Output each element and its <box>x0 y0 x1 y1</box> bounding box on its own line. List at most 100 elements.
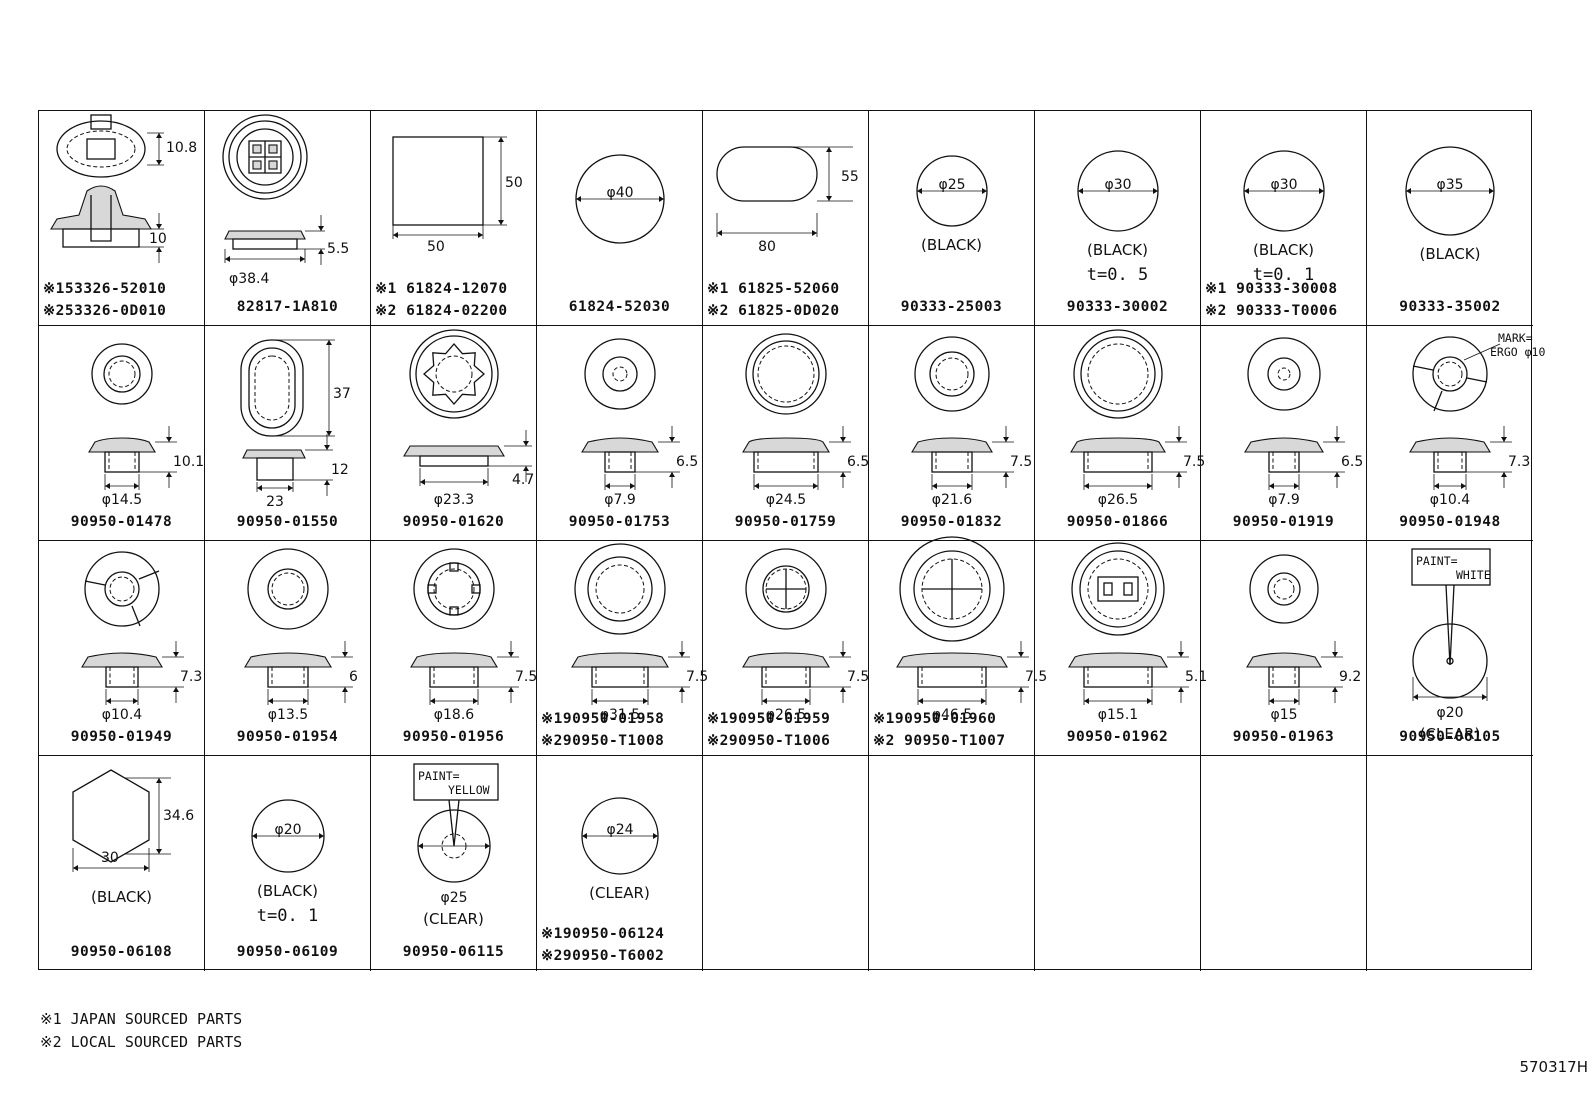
part-drawing: 6.5φ7.9 <box>1244 337 1363 508</box>
dim-height: 50 <box>505 175 523 191</box>
part-number: ※190950-01958 <box>541 711 665 727</box>
dim-diameter: φ26.5 <box>766 707 806 723</box>
dim-diameter: φ10.4 <box>1430 492 1471 508</box>
dim-diameter: φ38.4 <box>229 271 270 287</box>
mark-label: ERGO φ10 <box>1490 345 1545 359</box>
part-drawing: φ24 <box>581 797 659 875</box>
part-number: 90950-01963 <box>1232 729 1335 745</box>
dim-diameter: φ10.4 <box>102 707 143 723</box>
paint-label: PAINT= <box>418 769 460 783</box>
dim-diameter: φ20 <box>274 822 301 838</box>
dim-height: 7.5 <box>1183 454 1205 470</box>
dim-height: 10.8 <box>166 140 197 156</box>
color-note: (BLACK) <box>256 882 318 900</box>
dim-height: 10 <box>149 231 167 247</box>
part-cell: φ35(BLACK)90333-35002 <box>1367 111 1533 326</box>
dim-diameter: φ26.5 <box>1098 492 1138 508</box>
part-number: 90950-01956 <box>402 729 505 745</box>
part-cell: φ30(BLACK)t=0. 1※1 90333-30008※2 90333-T… <box>1201 111 1367 326</box>
dim-diameter: φ30 <box>1104 177 1131 193</box>
part-cell: 7.5 φ26.5 90950-01866 <box>1035 326 1205 541</box>
part-number: 90333-35002 <box>1399 299 1501 315</box>
dim-diameter: φ35 <box>1436 177 1463 193</box>
dim-height: 7.5 <box>1025 669 1047 685</box>
part-drawing: φ25 <box>916 155 988 227</box>
footnote-local: ※2 LOCAL SOURCED PARTS <box>40 1033 243 1051</box>
dim-height: 55 <box>841 169 859 185</box>
dim-diameter: φ13.5 <box>268 707 308 723</box>
part-number: ※190950-01959 <box>707 711 831 727</box>
dim-diameter: φ18.6 <box>434 707 475 723</box>
part-number: 90950-06115 <box>402 944 505 960</box>
part-drawing: φ30 <box>1077 150 1159 232</box>
part-number: 90950-01866 <box>1066 514 1169 530</box>
part-number: ※190950-01960 <box>873 711 997 727</box>
paint-label: YELLOW <box>448 783 490 797</box>
dim-diameter: φ25 <box>938 177 965 193</box>
dim-diameter: φ15 <box>1270 707 1297 723</box>
paint-label: PAINT= <box>1416 554 1458 568</box>
part-number: ※2 90950-T1007 <box>873 733 1006 749</box>
part-drawing <box>869 756 1035 971</box>
dim-diameter: φ40 <box>606 185 633 201</box>
part-number: 90950-01832 <box>900 514 1003 530</box>
part-number: ※153326-52010 <box>43 281 167 297</box>
drawing-code: 570317H <box>1519 1058 1588 1076</box>
part-drawing: φ35 <box>1405 146 1495 236</box>
empty-cell <box>1035 756 1201 971</box>
dim-height: 6.5 <box>847 454 869 470</box>
part-number: ※290950-T6002 <box>541 948 665 964</box>
dim-height: 7.5 <box>686 669 708 685</box>
part-number: ※2 61824-02200 <box>375 303 508 319</box>
dim-height: 6 <box>349 669 358 685</box>
empty-cell <box>1201 756 1367 971</box>
dim-height: 4.7 <box>512 472 534 488</box>
part-number: 90950-01949 <box>70 729 173 745</box>
part-number: 90950-01948 <box>1399 514 1501 530</box>
dim-height: 34.6 <box>163 808 194 824</box>
part-drawing <box>1367 756 1533 971</box>
part-number: ※2 61825-0D020 <box>707 303 840 319</box>
color-note: (BLACK) <box>1252 241 1314 259</box>
dim-diameter: φ24 <box>606 822 633 838</box>
part-number: 90950-01620 <box>402 514 505 530</box>
dim-height: 5.1 <box>1185 669 1207 685</box>
thickness-note: t=0. 1 <box>256 906 319 926</box>
empty-cell <box>1367 756 1533 971</box>
part-drawing: 6 φ13.5 <box>244 548 358 723</box>
part-number: 90950-01759 <box>734 514 837 530</box>
part-drawing: 7.3 φ10.4 <box>81 551 202 723</box>
part-number: 90950-01550 <box>236 514 339 530</box>
dim-width: 30 <box>101 850 119 866</box>
part-drawing: φ40 <box>575 154 665 244</box>
part-number: 90333-25003 <box>900 299 1003 315</box>
dim-diameter: φ7.9 <box>1268 492 1300 508</box>
color-note: (CLEAR) <box>589 884 650 902</box>
dim-height: 7.3 <box>180 669 202 685</box>
color-note: (BLACK) <box>1086 241 1148 259</box>
